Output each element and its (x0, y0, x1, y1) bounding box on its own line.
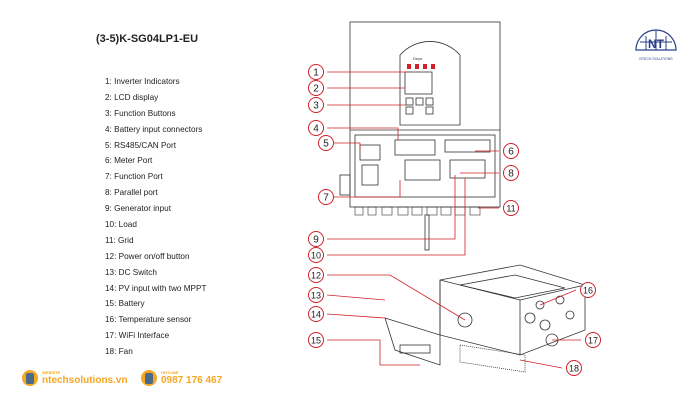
svg-text:14: 14 (311, 310, 321, 320)
list-item: 13: DC Switch (105, 267, 157, 277)
svg-text:5: 5 (323, 139, 329, 150)
hotline-number: 0987 176 467 (161, 375, 223, 386)
callout-17: 17 (585, 332, 601, 348)
component-list: 1: Inverter Indicators 2: LCD display 3:… (105, 76, 206, 362)
svg-text:18: 18 (569, 364, 579, 374)
globe-logo-icon: NT (635, 29, 677, 51)
callout-7: 7 (318, 189, 334, 205)
globe-icon (141, 370, 157, 386)
hotline-label: HOTLINE (161, 370, 179, 375)
callout-15: 15 (308, 332, 324, 348)
phone-icon (22, 370, 38, 386)
callout-8: 8 (503, 165, 519, 181)
page-title: (3-5)K-SG04LP1-EU (96, 33, 199, 45)
list-item: 5: RS485/CAN Port (105, 140, 176, 150)
list-item: 15: Battery (105, 299, 145, 309)
svg-text:7: 7 (323, 193, 329, 204)
svg-text:16: 16 (583, 286, 593, 296)
callout-5: 5 (318, 135, 334, 151)
svg-text:12: 12 (311, 271, 321, 281)
svg-text:4: 4 (313, 124, 319, 135)
list-item: 17: WiFi Interface (105, 331, 170, 341)
list-item: 14: PV input with two MPPT (105, 283, 207, 293)
callout-2: 2 (308, 80, 324, 96)
hotline-info: HOTLINE 0987 176 467 (141, 370, 222, 386)
svg-text:10: 10 (311, 251, 321, 261)
leader-lines (326, 71, 581, 369)
website-label: WEBSITE (42, 370, 61, 375)
svg-text:1: 1 (313, 68, 319, 79)
list-item: 4: Battery input connectors (105, 124, 203, 134)
callout-12: 12 (308, 267, 324, 283)
svg-text:2: 2 (313, 84, 319, 95)
svg-text:15: 15 (311, 336, 321, 346)
list-item: 6: Meter Port (105, 156, 153, 166)
callout-3: 3 (308, 97, 324, 113)
callout-9: 9 (308, 231, 324, 247)
list-item: 8: Parallel port (105, 188, 158, 198)
callout-13: 13 (308, 287, 324, 303)
list-item: 11: Grid (105, 235, 134, 245)
callout-11: 11 (503, 200, 519, 216)
callout-18: 18 (566, 360, 582, 376)
inverter-side (384, 264, 586, 373)
callout-6: 6 (503, 143, 519, 159)
list-item: 16: Temperature sensor (105, 315, 192, 325)
svg-text:17: 17 (588, 336, 598, 346)
brand-label: Deye (413, 56, 423, 61)
svg-text:9: 9 (313, 235, 319, 246)
website-info: WEBSITE ntechsolutions.vn (22, 370, 128, 386)
callout-4: 4 (308, 120, 324, 136)
svg-text:8: 8 (508, 169, 514, 180)
list-item: 2: LCD display (105, 92, 159, 102)
callouts: 1 2 3 4 5 6 7 8 9 10 11 12 13 14 15 16 1… (308, 64, 601, 376)
list-item: 3: Function Buttons (105, 108, 176, 118)
list-item: 10: Load (105, 220, 137, 230)
inverter-front (339, 21, 501, 251)
callout-10: 10 (308, 247, 324, 263)
brand-logo: NT NTECH SOLUTIONS (634, 28, 678, 61)
callout-1: 1 (308, 64, 324, 80)
logo-text: NTECH SOLUTIONS (639, 57, 673, 61)
list-item: 9: Generator input (105, 204, 171, 214)
list-item: 12: Power on/off button (105, 251, 190, 261)
list-item: 18: Fan (105, 347, 133, 357)
svg-text:11: 11 (506, 204, 515, 214)
website-link[interactable]: ntechsolutions.vn (42, 375, 128, 386)
svg-text:NT: NT (648, 37, 665, 51)
callout-14: 14 (308, 306, 324, 322)
svg-text:3: 3 (313, 101, 319, 112)
list-item: 1: Inverter Indicators (105, 77, 180, 86)
svg-text:13: 13 (311, 291, 321, 301)
callout-16: 16 (580, 282, 596, 298)
list-item: 7: Function Port (105, 172, 163, 182)
svg-text:6: 6 (508, 147, 514, 158)
